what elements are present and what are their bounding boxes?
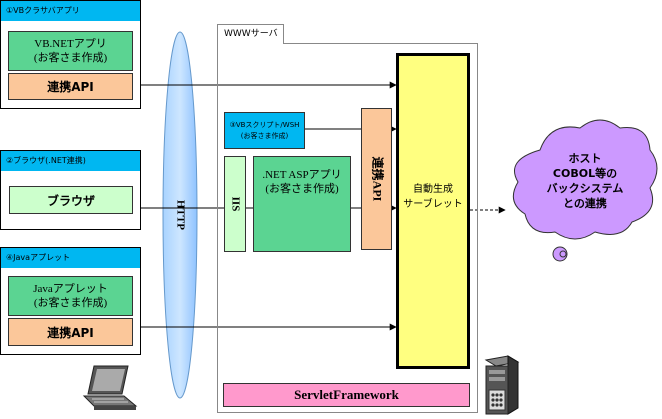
www-server-title: WWWサーバ: [217, 24, 284, 44]
http-ellipse: [162, 31, 198, 399]
java-api-box: 連携API: [8, 318, 133, 346]
server-api-label-svg: 連携API: [370, 157, 385, 202]
auto-servlet-label: 自動生成 サーブレット: [403, 184, 463, 210]
aspnet-app-label: .NET ASPアプリ (お客さま作成): [262, 169, 342, 195]
host-cloud-label: ホスト COBOL等の バックシステム との連携: [546, 152, 624, 210]
laptop-icon: [82, 365, 138, 410]
vbnet-app-box: VB.NETアプリ (お客さま作成): [8, 31, 133, 71]
http-label-svg: HTTP: [174, 200, 186, 230]
server-api-label: 連携API: [370, 157, 385, 202]
vbscript-box: ③VBスクリプト/WSH (お客さま作成): [224, 112, 305, 149]
java-applet-box: Javaアプレット (お客さま作成): [8, 276, 133, 316]
auto-servlet-box: 自動生成 サーブレット: [396, 53, 470, 369]
browser-client-frame: ②ブラウザ(.NET連携) ブラウザ: [0, 150, 141, 230]
vb-client-title: ①VBクラサバアプリ: [1, 1, 140, 21]
iis-label: IIS: [229, 197, 241, 212]
servlet-framework-box: ServletFramework: [223, 383, 470, 407]
aspnet-app-box: .NET ASPアプリ (お客さま作成): [253, 156, 351, 252]
browser-client-title: ②ブラウザ(.NET連携): [1, 151, 140, 171]
host-cloud: [512, 119, 658, 262]
java-client-frame: ④Javaアプレット Javaアプレット (お客さま作成) 連携API: [0, 247, 141, 355]
vb-api-box: 連携API: [8, 73, 133, 100]
java-client-title: ④Javaアプレット: [1, 248, 140, 268]
server-tower-icon: [484, 355, 520, 415]
iis-label-svg: IIS: [229, 197, 241, 212]
www-server-frame: [217, 43, 478, 413]
browser-box: ブラウザ: [9, 186, 133, 214]
iis-box: IIS: [224, 156, 246, 252]
server-api-box: 連携API: [361, 108, 392, 250]
http-label: HTTP: [174, 200, 186, 230]
vb-client-frame: ①VBクラサバアプリ VB.NETアプリ (お客さま作成) 連携API: [0, 0, 141, 109]
